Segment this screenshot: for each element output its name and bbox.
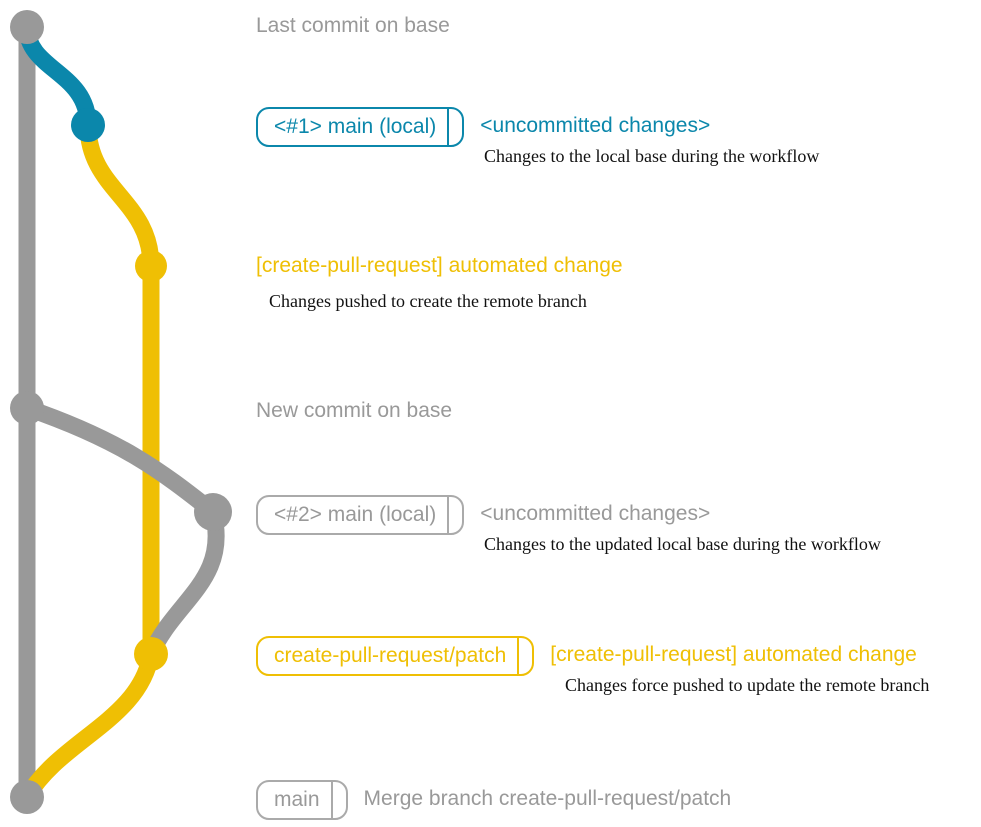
commit-subject: Merge branch create-pull-request/patch xyxy=(363,787,732,810)
commit-subject: New commit on base xyxy=(256,399,453,422)
edge-local1-to-patch1 xyxy=(79,116,160,275)
commit-subject: Last commit on base xyxy=(256,14,450,37)
edge-local2-to-patch2 xyxy=(142,503,225,663)
commit-subject: [create-pull-request] automated change xyxy=(256,254,623,277)
commit-description: Changes to the updated local base during… xyxy=(484,534,881,554)
ref-tag-main[interactable]: main xyxy=(256,780,348,820)
ref-tag-create-pull-request-patch[interactable]: create-pull-request/patch xyxy=(256,636,535,676)
commit-node-base-last[interactable] xyxy=(10,10,44,44)
commit-row-automated-1: [create-pull-request] automated change xyxy=(256,253,623,279)
commit-node-base-merge[interactable] xyxy=(10,780,44,814)
edge-base-to-local1 xyxy=(18,18,97,134)
ref-tag-main-local-1[interactable]: <#1> main (local) xyxy=(256,107,465,147)
commit-subject: <uncommitted changes> xyxy=(480,114,711,137)
commit-node-patch-2[interactable] xyxy=(134,637,168,671)
commit-row-new-commit: New commit on base xyxy=(256,398,452,424)
ref-tag-main-local-2[interactable]: <#2> main (local) xyxy=(256,495,465,535)
commit-node-base-new[interactable] xyxy=(10,391,44,425)
commit-row-local-2: <#2> main (local) <uncommitted changes> xyxy=(256,495,710,535)
edge-patch2-to-merge xyxy=(18,645,160,806)
commit-subject: [create-pull-request] automated change xyxy=(550,643,917,666)
commit-node-local-2[interactable] xyxy=(194,493,232,531)
commit-row-merge: main Merge branch create-pull-request/pa… xyxy=(256,780,731,820)
commit-row-automated-2: create-pull-request/patch [create-pull-r… xyxy=(256,636,917,676)
edge-basenew-to-local2 xyxy=(18,399,222,521)
commit-node-local-1[interactable] xyxy=(71,108,105,142)
commit-description: Changes pushed to create the remote bran… xyxy=(269,291,587,311)
commit-row-last-commit: Last commit on base xyxy=(256,13,450,39)
commit-row-local-1: <#1> main (local) <uncommitted changes> xyxy=(256,107,710,147)
commit-description: Changes force pushed to update the remot… xyxy=(565,675,930,695)
commit-description: Changes to the local base during the wor… xyxy=(484,146,820,166)
commit-node-patch-1[interactable] xyxy=(135,250,167,282)
commit-subject: <uncommitted changes> xyxy=(480,502,711,525)
